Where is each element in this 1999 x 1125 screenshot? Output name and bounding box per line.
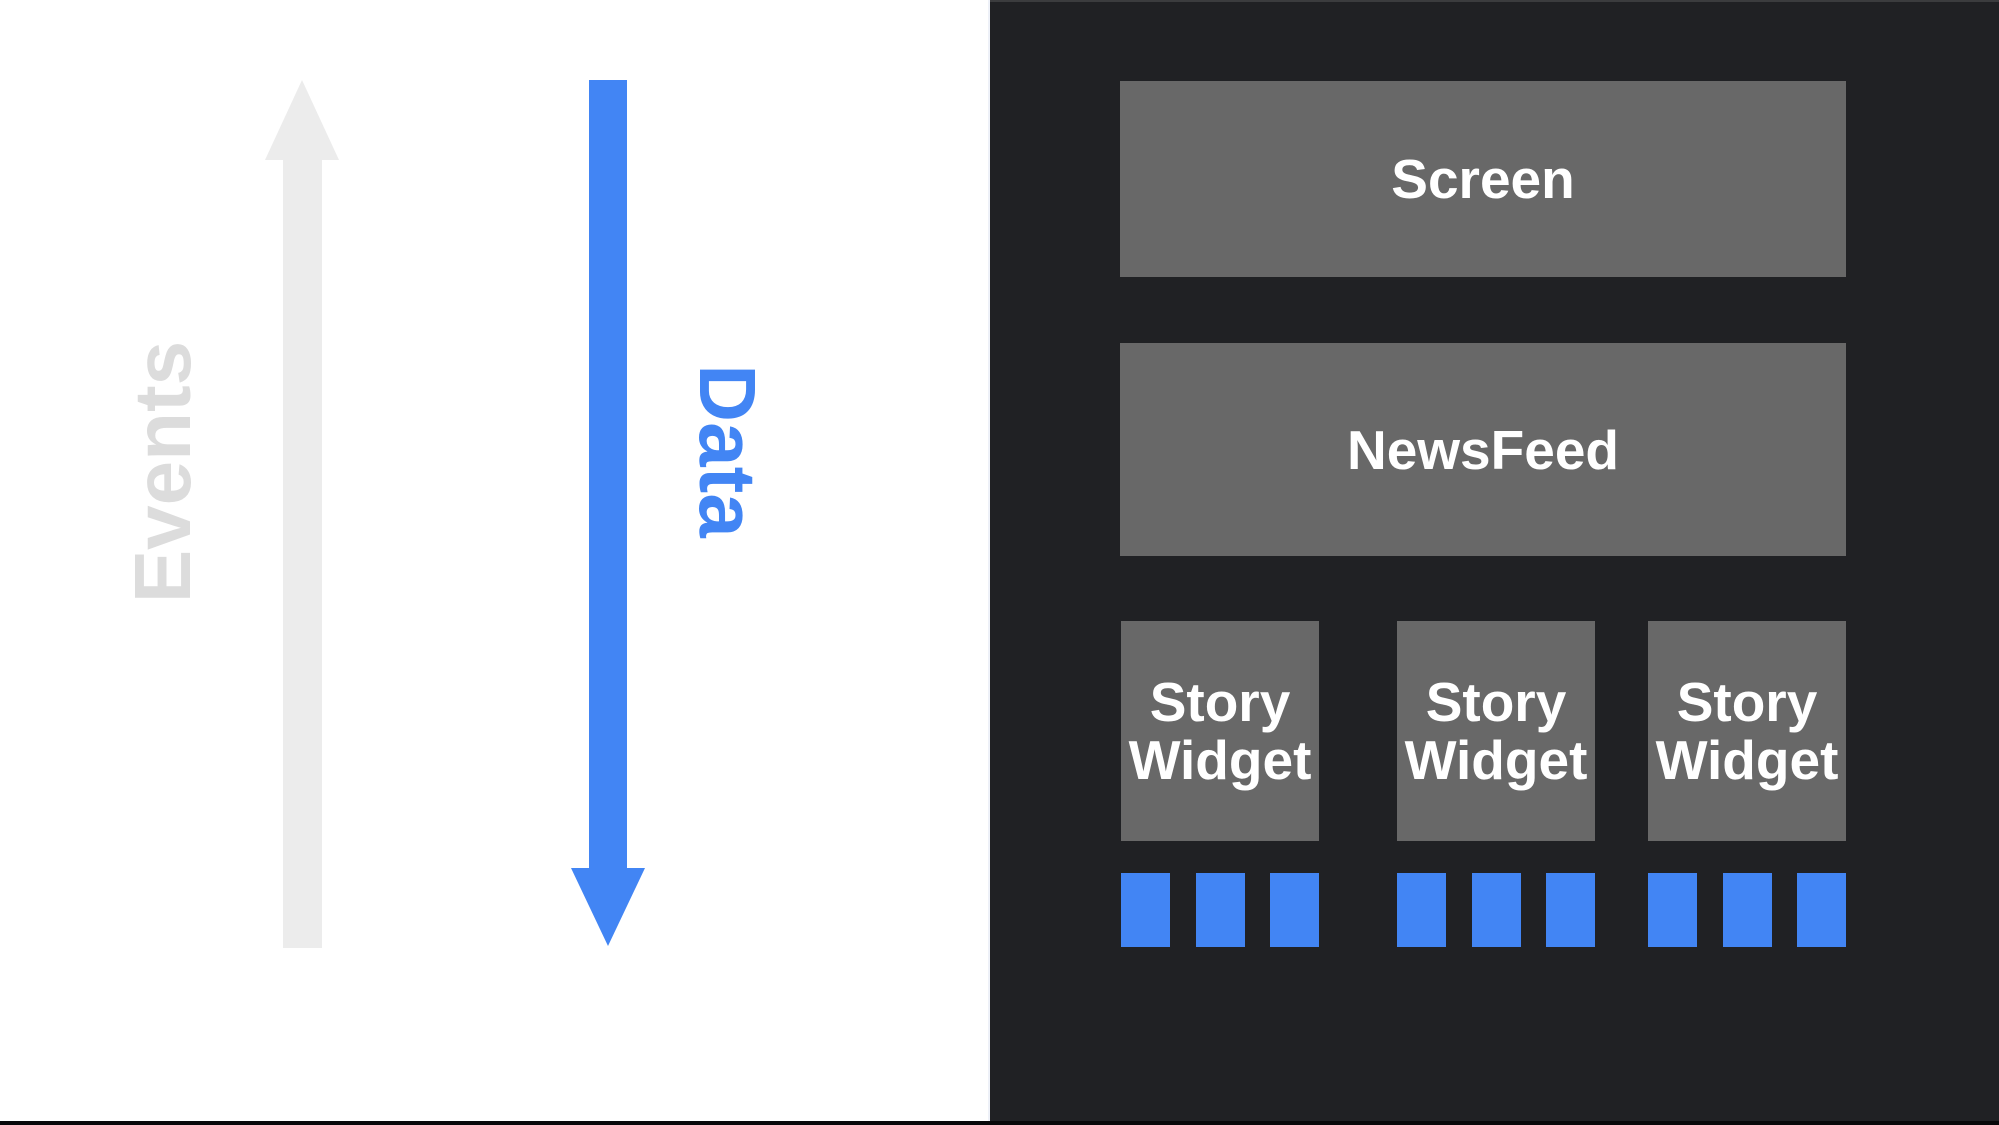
data-label: Data bbox=[683, 364, 772, 538]
data-block bbox=[1121, 873, 1170, 947]
data-block bbox=[1195, 873, 1245, 947]
story-widget-label: Story Widget bbox=[1404, 671, 1588, 791]
data-block bbox=[1797, 873, 1846, 947]
story-blocks-row bbox=[1397, 873, 1595, 947]
story-widget-column: Story Widget bbox=[1397, 621, 1595, 947]
story-widget-box: Story Widget bbox=[1397, 621, 1595, 841]
story-widget-box: Story Widget bbox=[1121, 621, 1319, 841]
story-blocks-row bbox=[1121, 873, 1319, 947]
bottom-edge-strip bbox=[0, 1121, 1999, 1125]
story-widget-column: Story Widget bbox=[1121, 621, 1319, 947]
story-widget-label: Story Widget bbox=[1128, 671, 1312, 791]
data-block bbox=[1648, 873, 1697, 947]
events-label: Events bbox=[118, 340, 207, 604]
story-widget-label: Story Widget bbox=[1655, 671, 1839, 791]
arrow-shaft-shape bbox=[589, 80, 627, 870]
screen-box: Screen bbox=[1120, 81, 1846, 277]
arrow-head-shape bbox=[265, 80, 339, 160]
data-block bbox=[1546, 873, 1595, 947]
arrow-head-shape bbox=[571, 868, 645, 946]
widget-tree-panel: Screen NewsFeed Story Widget Story Widge… bbox=[988, 0, 1999, 1125]
story-blocks-row bbox=[1648, 873, 1846, 947]
data-block bbox=[1397, 873, 1446, 947]
newsfeed-box: NewsFeed bbox=[1120, 343, 1846, 556]
data-block bbox=[1722, 873, 1772, 947]
data-block bbox=[1471, 873, 1521, 947]
data-block bbox=[1270, 873, 1319, 947]
story-widget-box: Story Widget bbox=[1648, 621, 1846, 841]
newsfeed-box-label: NewsFeed bbox=[1346, 418, 1620, 481]
screen-box-label: Screen bbox=[1391, 148, 1575, 210]
story-widget-column: Story Widget bbox=[1648, 621, 1846, 947]
panel-top-edge bbox=[990, 0, 1999, 2]
arrow-shaft-shape bbox=[283, 156, 322, 948]
